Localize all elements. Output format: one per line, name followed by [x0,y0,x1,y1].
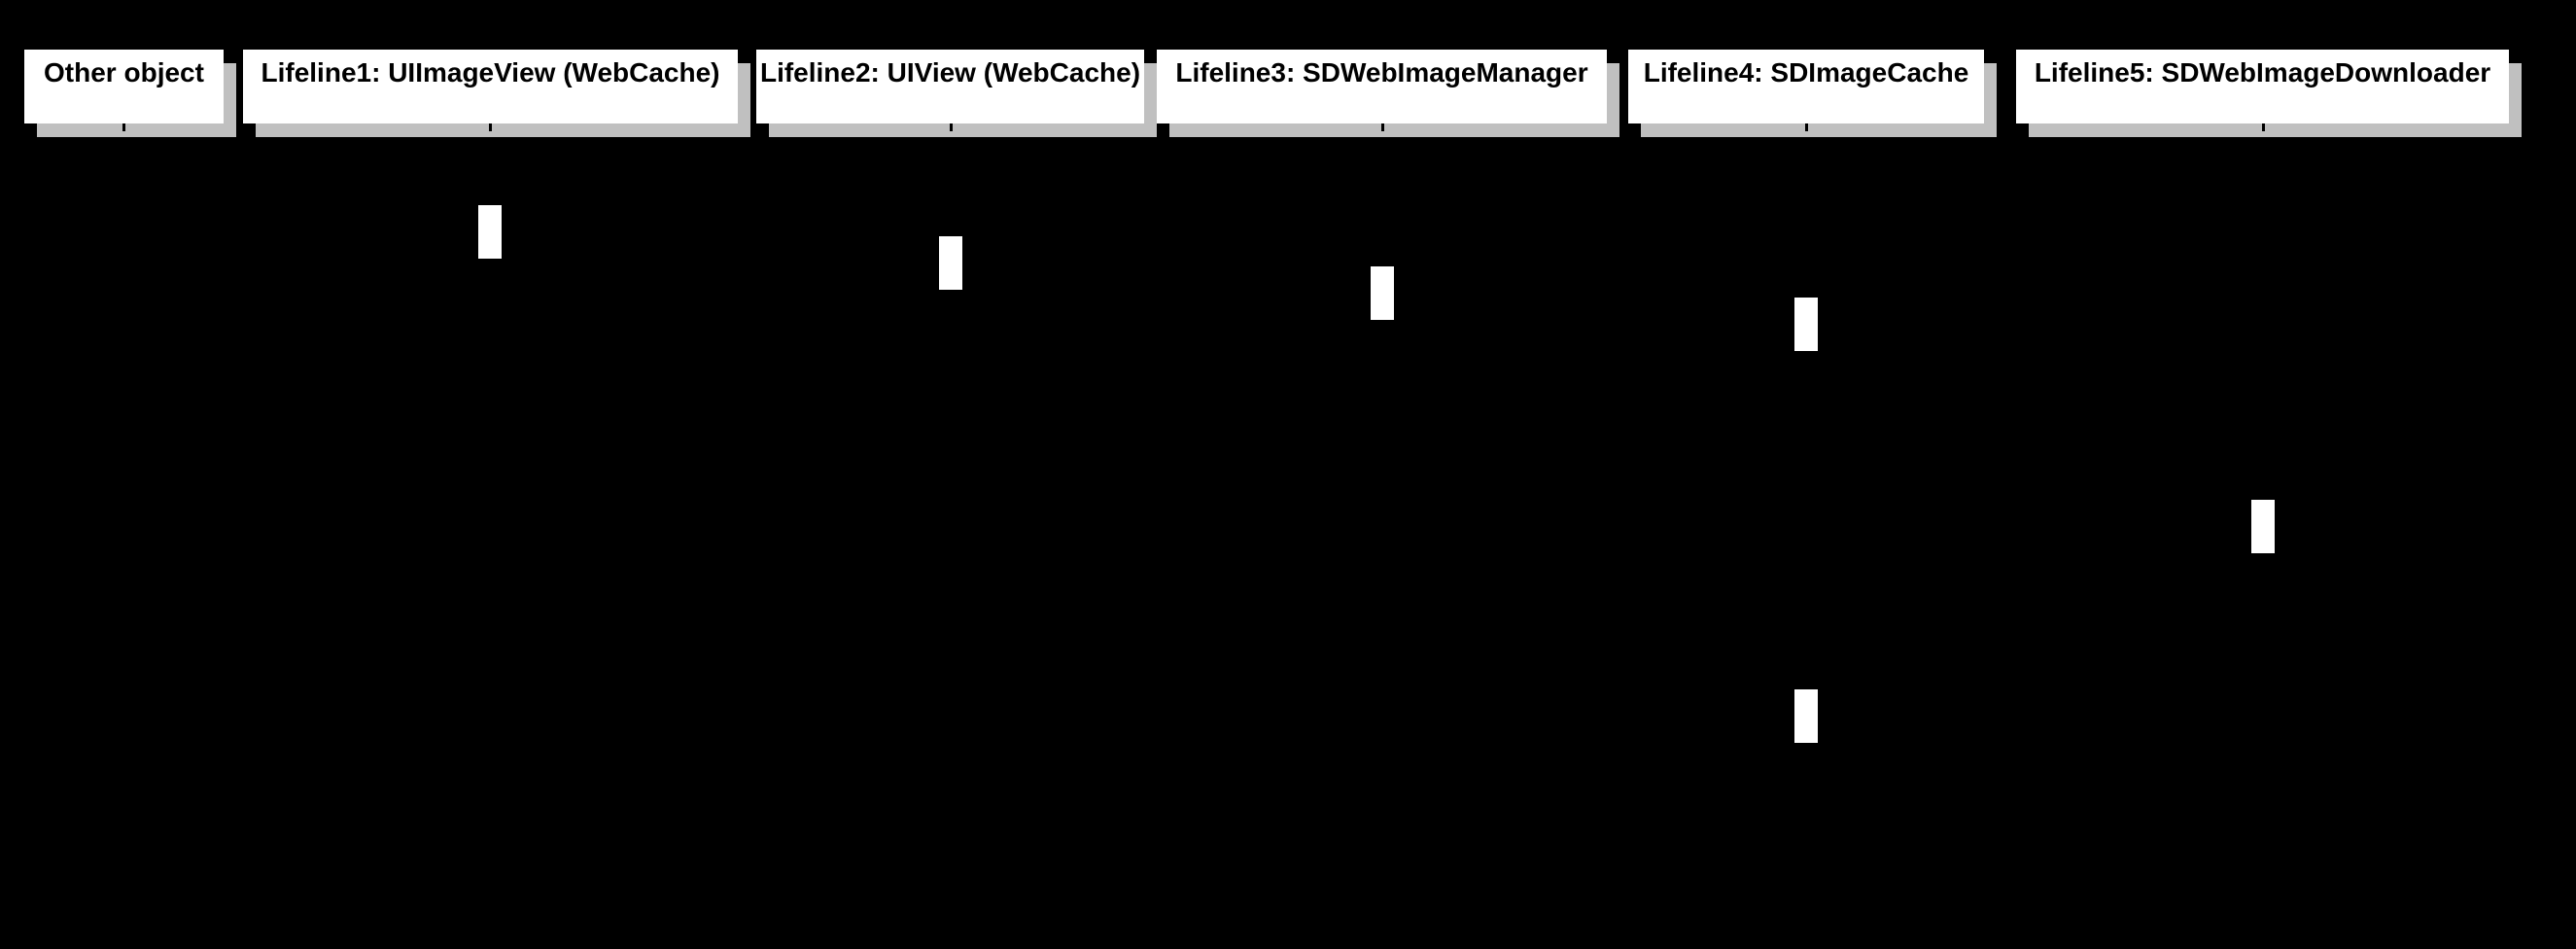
lifeline-label: Lifeline5: SDWebImageDownloader [2034,57,2491,88]
lifeline-dashed-line [122,123,125,933]
lifeline-head-box: Lifeline5: SDWebImageDownloader [2016,50,2509,123]
lifeline-head-box: Lifeline4: SDImageCache [1628,50,1984,123]
lifeline-dashed-line [489,123,492,933]
lifeline-dashed-line [950,123,953,933]
lifeline-label: Other object [44,57,204,88]
lifeline-head-box: Other object [24,50,224,123]
activation-bar-lifeline5 [2251,500,2275,553]
activation-bar-lifeline2 [939,236,962,290]
lifeline-head-box: Lifeline3: SDWebImageManager [1157,50,1607,123]
lifeline-label: Lifeline2: UIView (WebCache) [759,57,1141,88]
lifeline-head-box: Lifeline2: UIView (WebCache) [756,50,1144,123]
lifeline-head-box: Lifeline1: UIImageView (WebCache) [243,50,738,123]
lifeline-label: Lifeline1: UIImageView (WebCache) [261,57,720,88]
activation-bar-lifeline3 [1371,266,1394,320]
lifeline-label: Lifeline4: SDImageCache [1643,57,1969,88]
lifeline-dashed-line [1805,123,1808,933]
activation-bar-lifeline1 [478,205,502,259]
lifeline-dashed-line [1381,123,1384,933]
activation-bar-lifeline4 [1794,689,1818,743]
activation-bar-lifeline4 [1794,298,1818,351]
lifeline-label: Lifeline3: SDWebImageManager [1175,57,1588,88]
